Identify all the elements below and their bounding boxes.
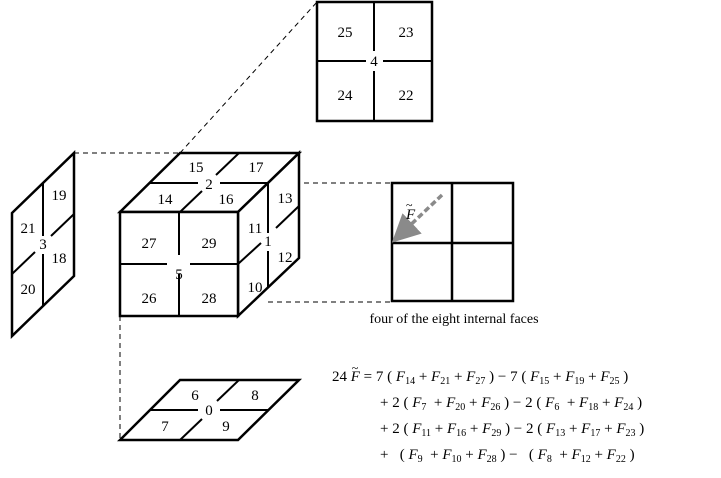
equation-coeff: 2 (392, 395, 400, 411)
cube-face-1-cell: 13 (278, 191, 293, 207)
equation-lhs-coeff: 24 (332, 369, 347, 385)
cube-face-2-cell: 14 (158, 192, 174, 208)
equation-index: 22 (615, 454, 626, 465)
equation-coeff: 2 (525, 395, 533, 411)
face-0-center: 0 (205, 403, 213, 419)
cube-face-5-cell: 27 (142, 236, 158, 252)
face-0-bottom: 0 6 8 7 9 (116, 378, 303, 442)
equation-index: 21 (440, 376, 451, 387)
average-vector-arrow (391, 193, 444, 243)
cube-face-1-cell: 11 (248, 221, 262, 237)
equation-coeff: 2 (392, 421, 400, 437)
projection-line-top (179, 1, 318, 154)
cube-face-5-cell: 26 (142, 291, 158, 307)
equation-index: 28 (486, 454, 497, 465)
cube-face-2-cell: 16 (219, 192, 235, 208)
face-3-left: 3 19 21 18 20 (10, 150, 76, 339)
cube-face-2-cell: 15 (189, 160, 204, 176)
face-4-cell: 23 (399, 25, 414, 41)
face-4-cell: 24 (338, 88, 354, 104)
vector-f-tilde: ~ (406, 198, 413, 212)
equation-coeff: 7 (375, 369, 384, 385)
equation-index: 25 (609, 376, 620, 387)
face-0-cell: 7 (161, 419, 169, 435)
equation-index: 18 (588, 402, 599, 413)
equation-index: 14 (405, 376, 416, 387)
internal-faces-caption: four of the eight internal faces (369, 312, 538, 327)
equation-line-2: + 2 ( F7 + F20 + F26 ) − 2 ( F6 + F18 + … (380, 395, 643, 413)
face-3-cell: 20 (21, 282, 36, 298)
cube-face-5-center: 5 (175, 267, 183, 283)
equation-line-1: 24 F~ = 7 ( F14 + F21 + F27 ) − 7 ( F15 … (332, 361, 629, 387)
cube: 2 15 17 14 16 1 11 13 10 12 5 27 (116, 150, 303, 319)
face-4-center: 4 (370, 54, 378, 70)
equation-index: 17 (590, 428, 601, 439)
cube-face-2-cell: 17 (249, 160, 265, 176)
equation-index: 19 (574, 376, 585, 387)
face-3-cell: 18 (52, 251, 67, 267)
face-0-cell: 9 (222, 419, 230, 435)
equation-index: 10 (451, 454, 462, 465)
face-4-cell: 25 (338, 25, 353, 41)
equation-index: 12 (580, 454, 591, 465)
equation-index: 29 (491, 428, 502, 439)
equation-index: 7 (421, 402, 427, 413)
face-4-cell: 22 (399, 88, 414, 104)
equation-index: 11 (421, 428, 432, 439)
equation-coeff: 7 (510, 369, 518, 385)
face-0-cell: 8 (251, 388, 259, 404)
internal-faces-panel: F ~ four of the eight internal faces (369, 181, 539, 327)
equation-index: 15 (539, 376, 550, 387)
equation-index: 23 (625, 428, 636, 439)
equation-index: 27 (475, 376, 486, 387)
face-3-cell: 21 (21, 221, 36, 237)
equation-index: 24 (623, 402, 634, 413)
cube-face-1-cell: 12 (278, 250, 293, 266)
cube-front-face-5: 5 27 29 26 28 (118, 210, 240, 318)
equation-index: 20 (455, 402, 466, 413)
face-3-cell: 19 (52, 188, 67, 204)
vector-f-label: F (405, 207, 416, 223)
cube-face-5-cell: 29 (202, 236, 217, 252)
face-3-center: 3 (39, 237, 47, 253)
cube-face-5-cell: 28 (202, 291, 217, 307)
equation-line-4: + ( F9 + F10 + F28 ) − ( F8 + F12 + F22 … (380, 447, 635, 465)
equation-index: 26 (490, 402, 501, 413)
equation-line-3: + 2 ( F11 + F16 + F29 ) − 2 ( F13 + F17 … (380, 421, 645, 439)
cube-face-1-center: 1 (264, 234, 272, 250)
cube-face-2-center: 2 (205, 177, 213, 193)
equation-index: 13 (555, 428, 566, 439)
face-4-top: 4 25 23 24 22 (315, 0, 434, 123)
face-0-cell: 6 (191, 388, 199, 404)
equation-index: 16 (456, 428, 467, 439)
equation-index: 9 (417, 454, 423, 465)
equation-index: 8 (546, 454, 552, 465)
cube-face-1-cell: 10 (248, 280, 263, 296)
equation-index: 6 (554, 402, 560, 413)
equation-coeff: 2 (526, 421, 534, 437)
